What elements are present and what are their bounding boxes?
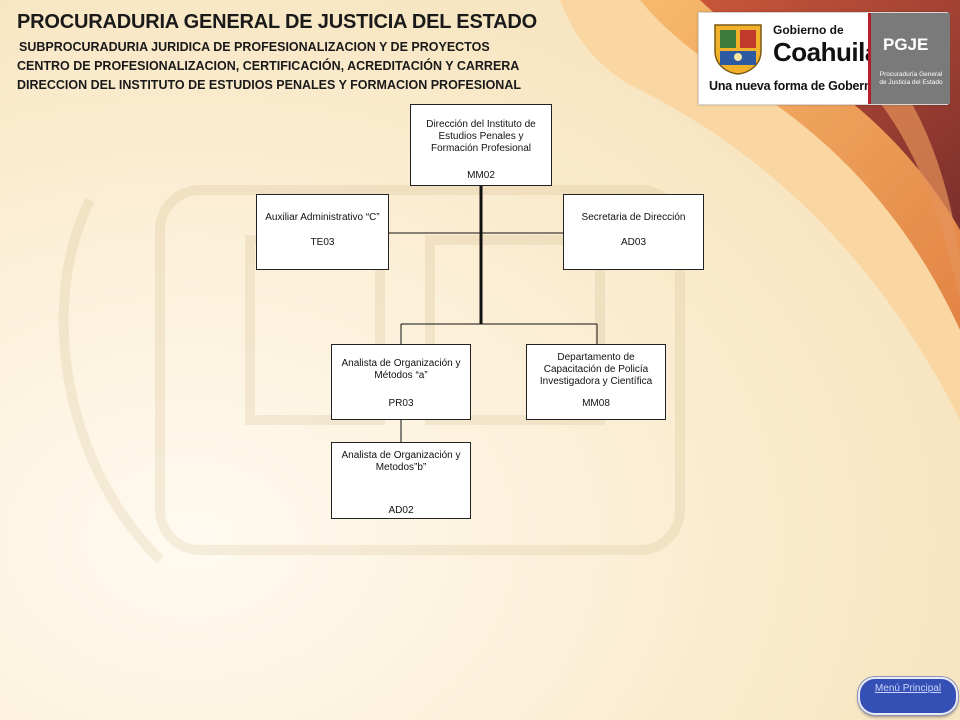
node-auxiliar: Auxiliar Administrativo “C” TE03 — [256, 194, 389, 270]
node-analista-a-title: Analista de Organización y Métodos “a” — [341, 358, 461, 381]
page-title: PROCURADURIA GENERAL DE JUSTICIA DEL EST… — [17, 11, 537, 33]
node-analista-b: Analista de Organización y Metodos”b” AD… — [331, 442, 471, 519]
menu-principal-label[interactable]: Menú Principal — [874, 683, 942, 694]
node-secretaria: Secretaria de Dirección AD03 — [563, 194, 704, 270]
node-director-code: MM02 — [467, 170, 495, 181]
pgje-badge-subtitle: Procuraduría General de Justicia del Est… — [879, 71, 943, 86]
pgje-badge-title: PGJE — [883, 35, 929, 54]
logo-coahuila-text: Coahuila — [773, 37, 879, 67]
node-analista-a-code: PR03 — [388, 398, 414, 409]
subtitle-direccion: DIRECCION DEL INSTITUTO DE ESTUDIOS PENA… — [17, 78, 521, 92]
node-secretaria-title: Secretaria de Dirección — [581, 212, 686, 223]
subtitle-subprocuraduria: SUBPROCURADURIA JURIDICA DE PROFESIONALI… — [19, 40, 490, 54]
subtitle-centro: CENTRO DE PROFESIONALIZACION, CERTIFICAC… — [17, 59, 520, 73]
node-departamento-title: Departamento de Capacitación de Policía … — [539, 352, 653, 387]
node-auxiliar-code: TE03 — [310, 237, 335, 248]
node-director: Dirección del Instituto de Estudios Pena… — [410, 104, 552, 186]
node-departamento-code: MM08 — [582, 398, 610, 409]
node-auxiliar-title: Auxiliar Administrativo “C” — [265, 212, 380, 223]
logo-slogan: Una nueva forma de Gobernar — [709, 79, 883, 93]
logo-gobierno-text: Gobierno de — [773, 23, 844, 37]
node-secretaria-code: AD03 — [620, 237, 646, 248]
node-analista-b-title: Analista de Organización y Metodos”b” — [341, 450, 461, 473]
menu-principal-button[interactable]: Menú Principal — [858, 677, 958, 715]
gobierno-coahuila-logo: Gobierno de Coahuila Una nueva forma de … — [698, 12, 950, 105]
node-analista-a: Analista de Organización y Métodos “a” P… — [331, 344, 471, 420]
node-analista-b-code: AD02 — [388, 505, 414, 516]
node-departamento: Departamento de Capacitación de Policía … — [526, 344, 666, 420]
pgje-badge: PGJE Procuraduría General de Justicia de… — [868, 13, 950, 104]
node-director-title: Dirección del Instituto de Estudios Pena… — [426, 119, 536, 154]
coat-of-arms-icon — [714, 24, 762, 75]
